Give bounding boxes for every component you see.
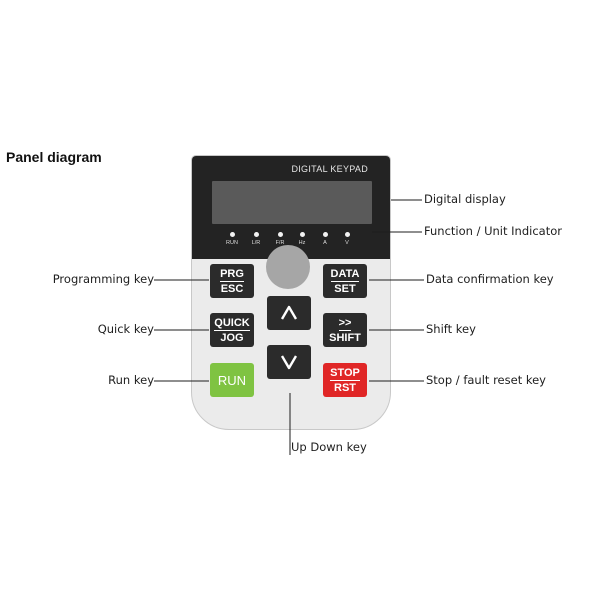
label-digital-display: Digital display	[424, 192, 506, 206]
chevron-up-icon	[280, 305, 298, 320]
down-key[interactable]	[267, 345, 311, 379]
label-shift-key: Shift key	[426, 322, 476, 336]
data-set-key[interactable]: DATA SET	[323, 264, 367, 298]
indicator-hz: Hz	[290, 232, 314, 246]
digital-display	[212, 181, 372, 224]
prg-esc-key[interactable]: PRG ESC	[210, 264, 254, 298]
label-up-down-key: Up Down key	[291, 440, 367, 454]
indicator-fr: F/R	[268, 232, 292, 246]
potentiometer-knob[interactable]	[266, 245, 310, 289]
indicator-dot	[253, 232, 259, 237]
chevron-down-icon	[280, 355, 298, 370]
indicator-dot	[299, 232, 305, 237]
indicator-dot	[229, 232, 235, 237]
up-key[interactable]	[267, 296, 311, 330]
panel-header: DIGITAL KEYPAD RUN L/R F/R Hz A V	[192, 156, 390, 259]
label-run-key: Run key	[108, 373, 154, 387]
label-quick-key: Quick key	[97, 322, 154, 336]
label-stop-reset-key: Stop / fault reset key	[426, 373, 546, 387]
label-data-confirmation-key: Data confirmation key	[426, 272, 554, 286]
indicator-run: RUN	[220, 232, 244, 246]
label-function-unit: Function / Unit Indicator	[424, 224, 562, 238]
indicator-a: A	[313, 232, 337, 246]
keypad-panel: DIGITAL KEYPAD RUN L/R F/R Hz A V PRG ES…	[191, 155, 391, 430]
label-programming-key: Programming key	[52, 272, 154, 286]
shift-key[interactable]: >> SHIFT	[323, 313, 367, 347]
stop-rst-key[interactable]: STOP RST	[323, 363, 367, 397]
keypad-name: DIGITAL KEYPAD	[291, 164, 368, 174]
page-title: Panel diagram	[6, 149, 102, 165]
indicator-dot	[322, 232, 328, 237]
indicator-v: V	[335, 232, 359, 246]
indicator-dot	[277, 232, 283, 237]
indicator-lr: L/R	[244, 232, 268, 246]
quick-jog-key[interactable]: QUICK JOG	[210, 313, 254, 347]
indicator-dot	[344, 232, 350, 237]
run-key[interactable]: RUN	[210, 363, 254, 397]
